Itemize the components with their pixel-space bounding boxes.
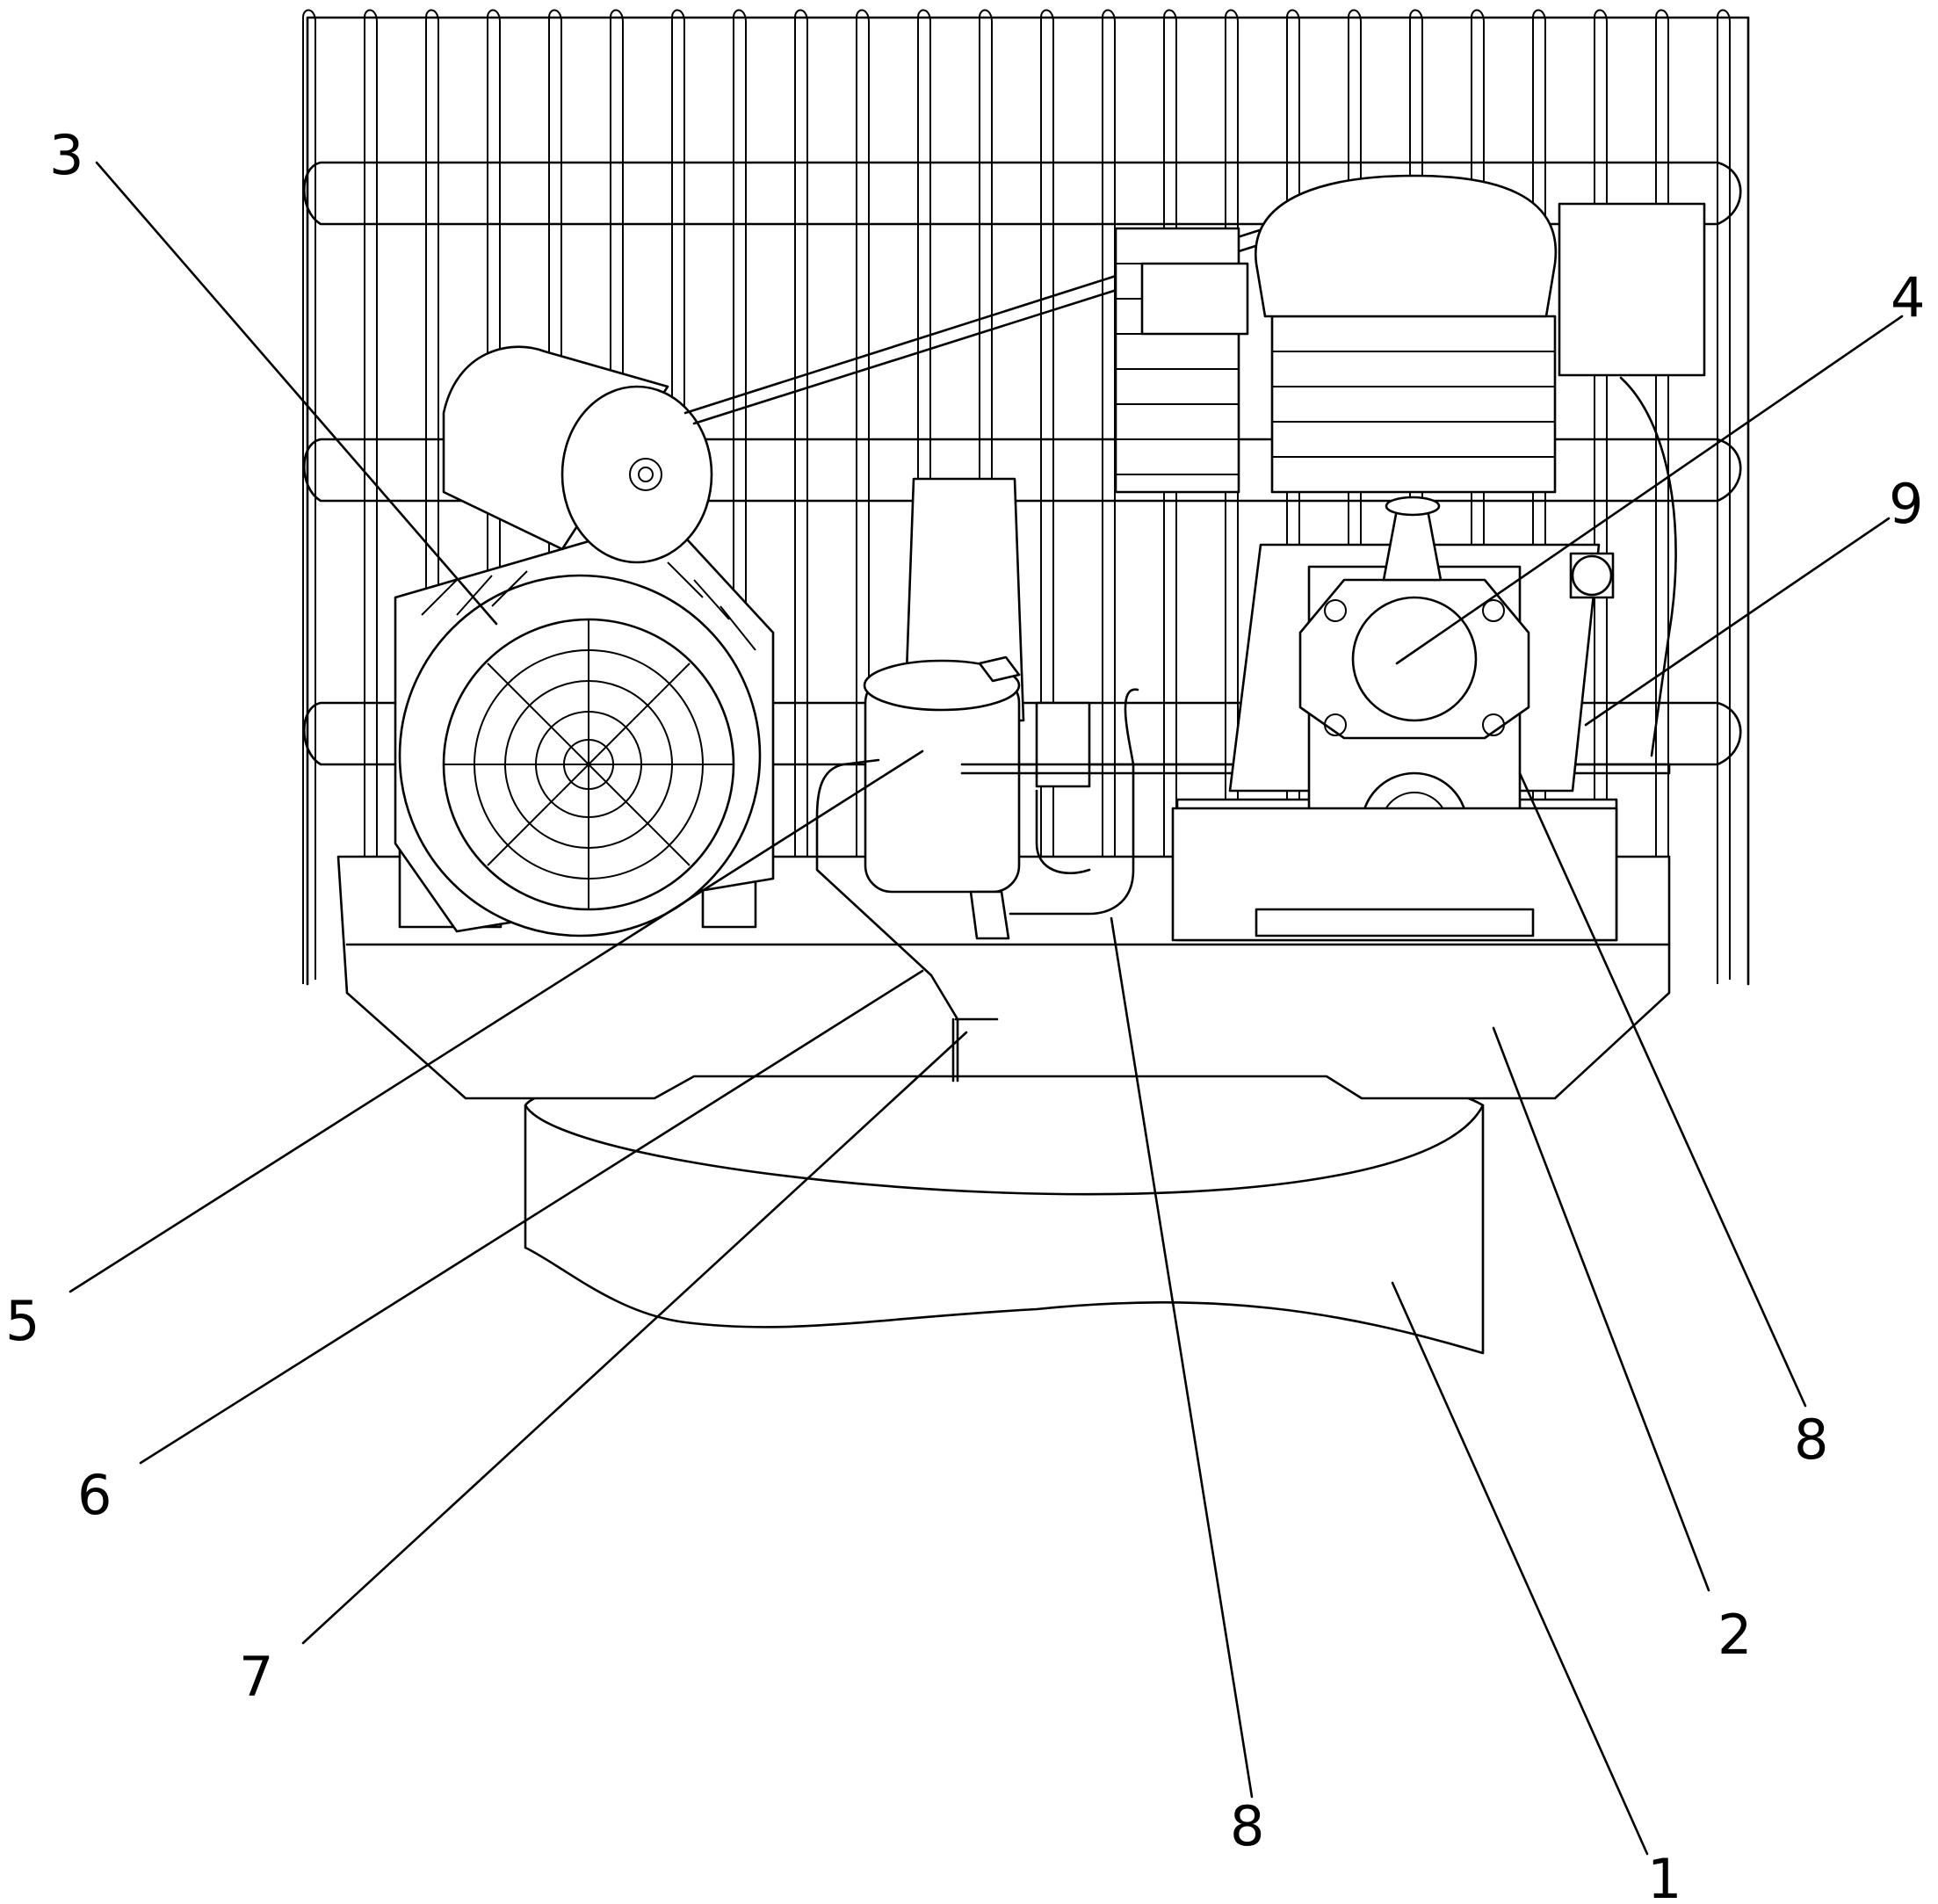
callout-label-2: 2 xyxy=(1717,1603,1752,1667)
leader-8a xyxy=(1110,916,1254,1799)
motor-terminal-box xyxy=(442,345,713,564)
leader-7 xyxy=(301,1031,968,1645)
callout-numbers: 3 4 9 5 6 7 8 8 2 1 xyxy=(5,123,1925,1904)
leader-6 xyxy=(139,969,924,1465)
leader-5 xyxy=(69,749,924,1293)
callout-label-3: 3 xyxy=(49,123,83,187)
pressure-switch xyxy=(1558,202,1706,757)
compressor-head xyxy=(1175,174,1618,942)
callout-label-4: 4 xyxy=(1891,265,1925,329)
cooling-coil xyxy=(1114,227,1249,494)
callout-label-1: 1 xyxy=(1647,1847,1681,1904)
compressor-mount xyxy=(1171,807,1618,942)
small-reservoir xyxy=(863,655,1091,940)
leader-8b xyxy=(1518,771,1807,1408)
leader-3 xyxy=(95,161,498,626)
callout-leaders xyxy=(69,161,1904,1856)
callout-label-8b: 8 xyxy=(1794,1408,1828,1472)
leader-1 xyxy=(1391,1281,1649,1856)
leader-9 xyxy=(1584,517,1891,727)
callout-label-5: 5 xyxy=(5,1289,40,1353)
callout-label-7: 7 xyxy=(239,1645,273,1709)
leader-4 xyxy=(1395,315,1904,665)
leader-2 xyxy=(1492,1026,1710,1592)
callout-label-9: 9 xyxy=(1889,472,1923,536)
callout-label-8a: 8 xyxy=(1230,1794,1264,1858)
callout-label-6: 6 xyxy=(77,1463,112,1527)
safety-valve xyxy=(1569,552,1615,599)
electric-motor xyxy=(394,517,775,938)
